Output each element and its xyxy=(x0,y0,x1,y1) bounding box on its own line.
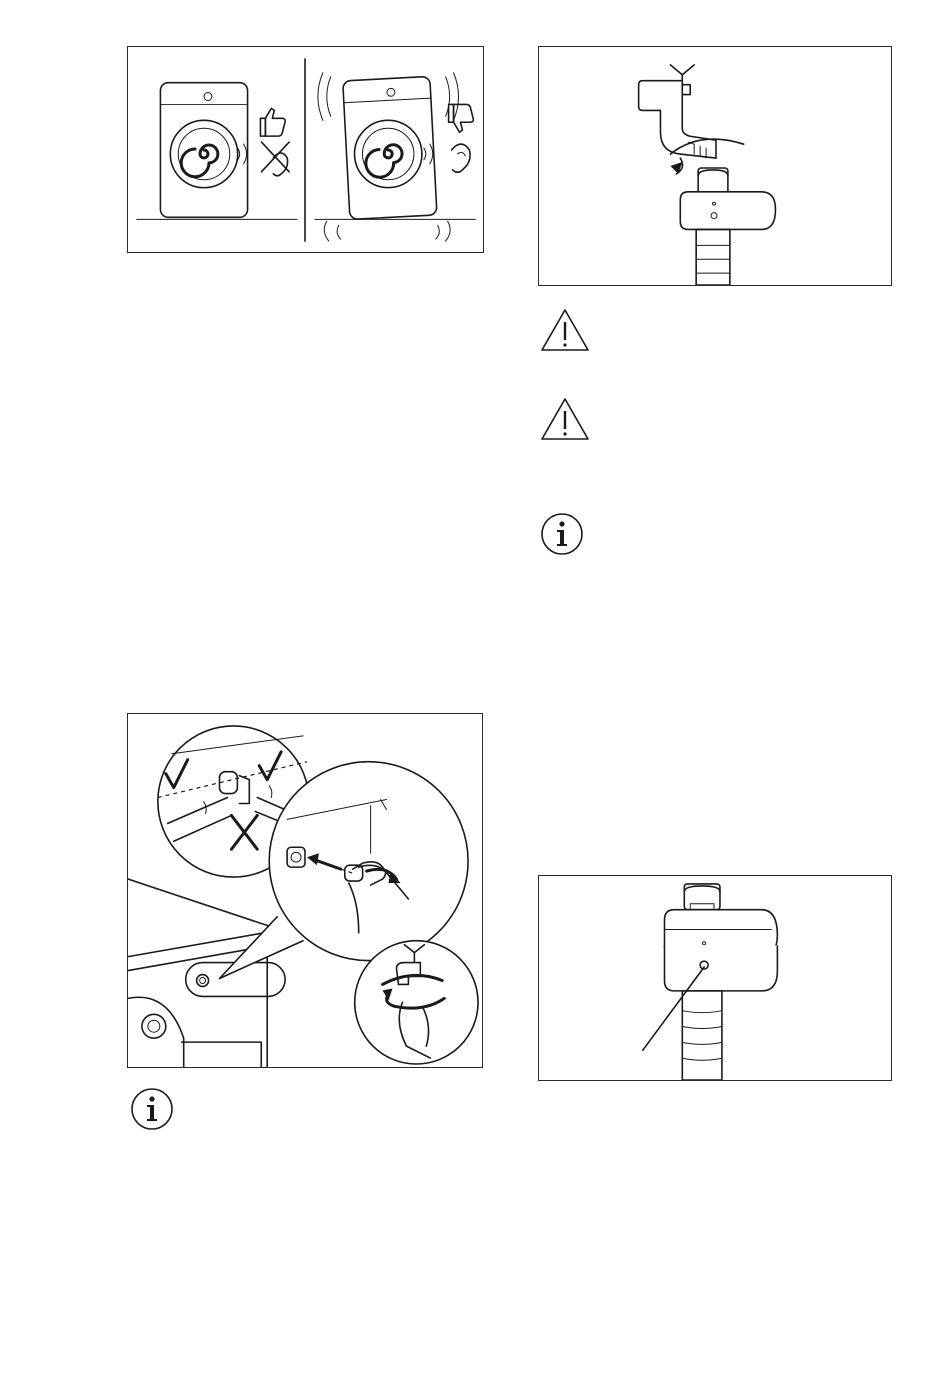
warning-triangle-icon xyxy=(540,308,590,352)
thumb-up-icon xyxy=(260,108,285,136)
tap-connection-illustration xyxy=(539,47,891,285)
figure-washer-vibration xyxy=(127,46,484,253)
ear-crossed-icon xyxy=(261,142,289,176)
info-circle-icon xyxy=(130,1087,174,1131)
warning-symbol-2 xyxy=(540,397,590,441)
info-symbol-2 xyxy=(130,1087,174,1131)
warning-symbol-1 xyxy=(540,308,590,352)
washer-vibration-illustration xyxy=(128,47,483,252)
figure-hose-safety-valve xyxy=(538,875,892,1081)
warning-triangle-icon xyxy=(540,397,590,441)
thumb-down-icon xyxy=(449,104,474,132)
figure-tap-connection xyxy=(538,46,892,286)
ear-icon xyxy=(452,144,471,172)
safety-valve-illustration xyxy=(539,876,891,1080)
info-circle-icon xyxy=(540,512,584,556)
inlet-hose-illustration xyxy=(128,714,482,1067)
figure-inlet-hose-angles xyxy=(127,713,483,1068)
info-symbol-1 xyxy=(540,512,584,556)
